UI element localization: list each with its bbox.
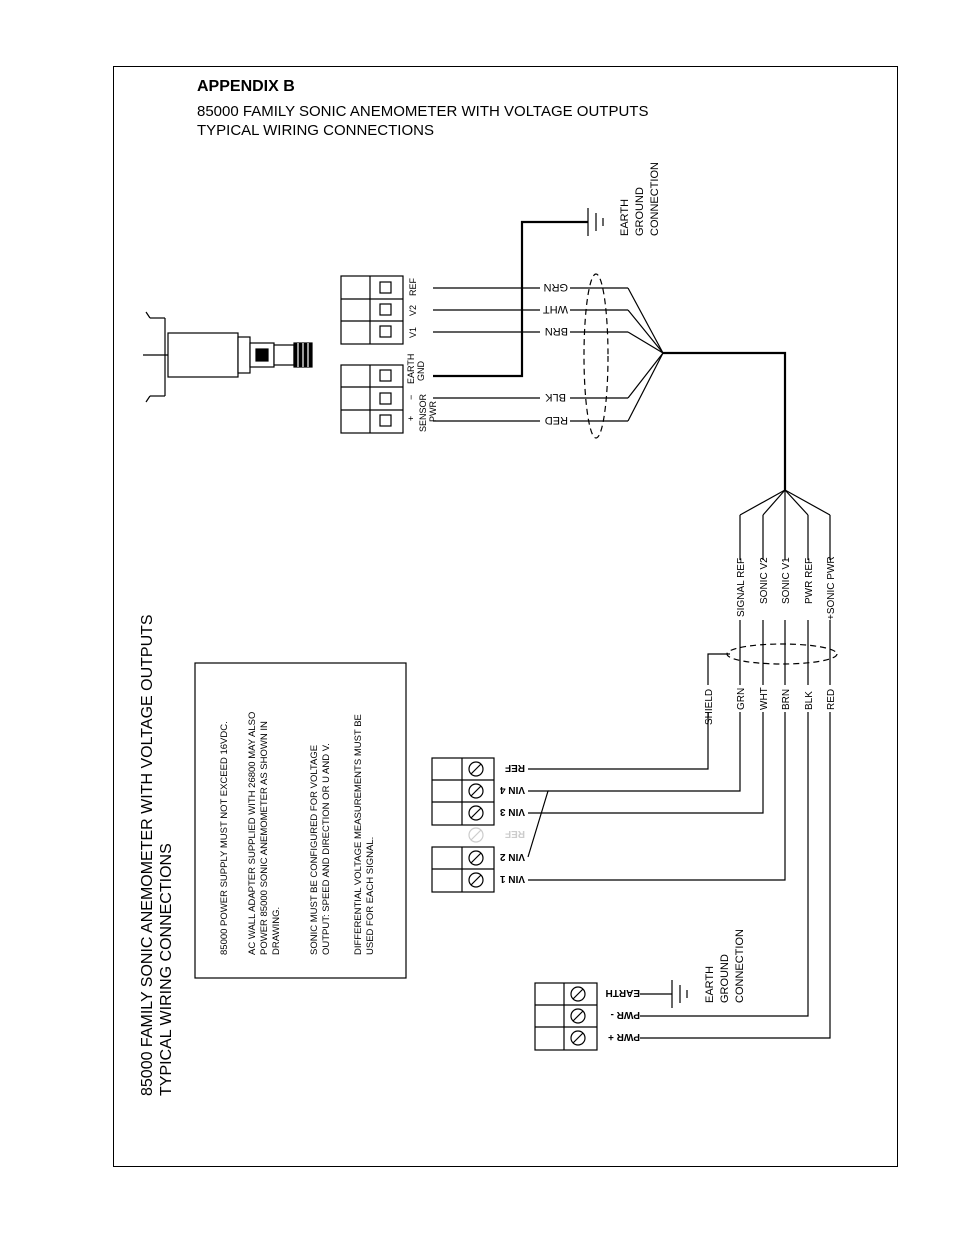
- note-4b: USED FOR EACH SIGNAL.: [365, 837, 376, 955]
- earth-label-bottom-2: GROUND: [719, 954, 731, 1003]
- logger-fanout: [739, 489, 831, 685]
- shield-ellipse-logger: [726, 643, 838, 665]
- logger-wire-grn: GRN: [736, 688, 747, 710]
- notes-text: 85000 POWER SUPPLY MUST NOT EXCEED 16VDC…: [219, 712, 376, 955]
- earth-ground-symbol-top: [587, 208, 604, 236]
- anemometer-sensor: [143, 311, 313, 403]
- earth-label-bottom-3: CONNECTION: [734, 929, 746, 1003]
- cable-signal-ref: SIGNAL REF: [736, 558, 747, 617]
- earth-label-bottom-1: EARTH: [704, 966, 716, 1003]
- power-term-earth: EARTH: [606, 987, 640, 998]
- earth-label-top-2: GROUND: [634, 187, 646, 236]
- sensor-term-earth: EARTH: [406, 354, 416, 384]
- earth-ground-symbol-bottom: [671, 980, 688, 1008]
- logger-wire-brn: BRN: [781, 689, 792, 710]
- sensor-wire-red: RED: [545, 414, 568, 426]
- sensor-term-plus: +: [406, 416, 416, 421]
- logger-term-vin2: VIN 2: [500, 851, 525, 862]
- sensor-terminal-block-signal: [340, 275, 404, 345]
- power-terminal-block: [534, 982, 598, 1051]
- rotated-title-line-1: 85000 FAMILY SONIC ANEMOMETER WITH VOLTA…: [139, 614, 156, 1096]
- logger-term-vin3: VIN 3: [500, 806, 525, 817]
- page-frame: [113, 66, 898, 1167]
- appendix-title: APPENDIX B: [197, 78, 295, 95]
- cable-sonic-v2: SONIC V2: [759, 557, 770, 604]
- earth-label-top-1: EARTH: [619, 199, 631, 236]
- sensor-term-v2: V2: [408, 305, 418, 316]
- power-term-pwr-plus: PWR +: [608, 1031, 640, 1042]
- sensor-term-minus: −: [406, 395, 416, 400]
- rotated-title-line-2: TYPICAL WIRING CONNECTIONS: [158, 843, 175, 1096]
- sensor-wire-brn: BRN: [545, 325, 568, 337]
- sensor-term-sensor: SENSOR: [418, 393, 428, 432]
- sensor-term-ref: REF: [408, 277, 418, 296]
- logger-wire-red: RED: [826, 689, 837, 710]
- note-3b: OUTPUT: SPEED AND DIRECTION OR U AND V.: [321, 743, 332, 955]
- sensor-wire-grn: GRN: [544, 281, 569, 293]
- main-cable: [663, 351, 787, 490]
- logger-wire-shield: SHIELD: [704, 689, 715, 725]
- note-2c: DRAWING.: [271, 907, 282, 955]
- power-term-pwr-minus: PWR -: [611, 1009, 640, 1020]
- note-1: 85000 POWER SUPPLY MUST NOT EXCEED 16VDC…: [219, 721, 230, 955]
- logger-term-vin1: VIN 1: [500, 873, 525, 884]
- sensor-wire-blk: BLK: [545, 391, 566, 403]
- earth-label-top-3: CONNECTION: [649, 162, 661, 236]
- cable-sonic-v1: SONIC V1: [781, 557, 792, 604]
- sensor-wire-wht: WHT: [543, 303, 568, 315]
- sensor-term-pwr: PWR: [428, 401, 438, 422]
- logger-wires: [527, 712, 831, 1039]
- logger-term-ref-grey: REF: [505, 828, 525, 839]
- logger-terminal-block-upper: [431, 757, 495, 826]
- note-3a: SONIC MUST BE CONFIGURED FOR VOLTAGE: [309, 745, 320, 955]
- note-2a: AC WALL ADAPTER SUPPLIED WITH 26800 MAY …: [247, 712, 258, 955]
- logger-term-ref: REF: [505, 762, 525, 773]
- note-2b: POWER 85000 SONIC ANEMOMETER AS SHOWN IN: [259, 721, 270, 955]
- sensor-terminal-block-power: [340, 364, 404, 434]
- shield-drain: [707, 653, 730, 685]
- cable-sonic-pwr: +SONIC PWR: [826, 556, 837, 620]
- logger-wire-wht: WHT: [759, 687, 770, 710]
- cable-pwr-ref: PWR REF: [804, 558, 815, 604]
- subtitle-line-2: TYPICAL WIRING CONNECTIONS: [197, 122, 434, 139]
- note-4a: DIFFERENTIAL VOLTAGE MEASUREMENTS MUST B…: [353, 714, 364, 955]
- shield-ellipse-sensor: [583, 273, 609, 439]
- earth-wire-sensor: [433, 220, 588, 378]
- logger-terminal-block-lower: [431, 846, 495, 893]
- subtitle-line-1: 85000 FAMILY SONIC ANEMOMETER WITH VOLTA…: [197, 103, 649, 120]
- logger-wire-blk: BLK: [804, 691, 815, 710]
- logger-term-vin4: VIN 4: [500, 784, 525, 795]
- notes-box: [194, 662, 407, 979]
- logger-screw-terminals: [468, 761, 484, 888]
- sensor-term-gnd: GND: [416, 361, 426, 382]
- sensor-term-v1: V1: [408, 327, 418, 338]
